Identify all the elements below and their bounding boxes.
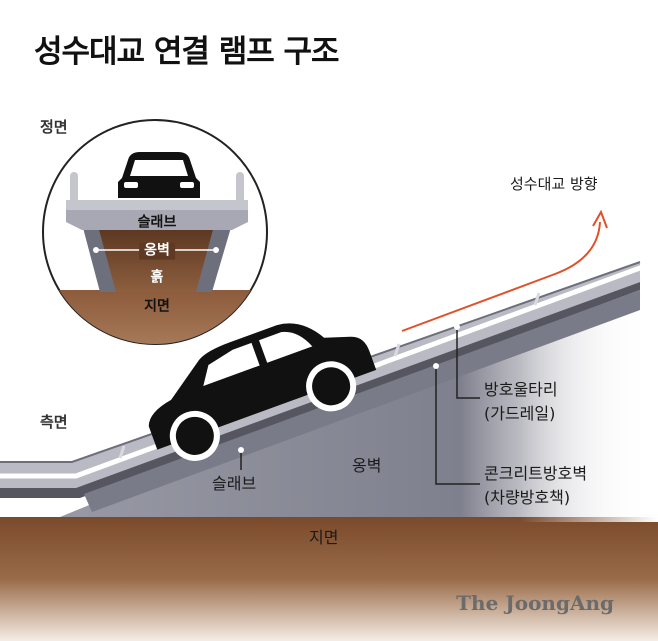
direction-arrow — [401, 221, 601, 332]
front-view-heading: 정면 — [40, 118, 68, 136]
car-front — [118, 152, 200, 198]
barrier-sublabel: (차량방호책) — [484, 488, 571, 507]
side-wall-label: 옹벽 — [352, 456, 382, 475]
guardrail — [0, 265, 643, 479]
front-ground-label: 지면 — [144, 298, 170, 315]
direction-label: 성수대교 방향 — [510, 175, 598, 193]
car-side — [148, 323, 377, 461]
front-slab-label: 슬래브 — [137, 214, 177, 231]
barrier-label: 콘크리트방호벽 — [484, 464, 588, 483]
side-ground — [0, 517, 658, 641]
guardrail-sublabel: (가드레일) — [484, 404, 556, 423]
page-title: 성수대교 연결 램프 구조 — [34, 34, 340, 70]
guardrail-label: 방호울타리 — [484, 380, 558, 399]
front-wall-label: 옹벽 — [139, 242, 175, 260]
side-retaining-wall — [0, 272, 658, 517]
side-ground-label: 지면 — [309, 528, 339, 547]
callout-leaders — [240, 327, 480, 485]
side-view-heading: 측면 — [40, 413, 68, 431]
credit-logo: The JoongAng — [456, 591, 614, 615]
concrete-barrier — [84, 290, 640, 512]
front-soil-label: 흙 — [150, 269, 164, 286]
front-slab — [66, 208, 248, 230]
side-slab-label: 슬래브 — [212, 474, 257, 493]
